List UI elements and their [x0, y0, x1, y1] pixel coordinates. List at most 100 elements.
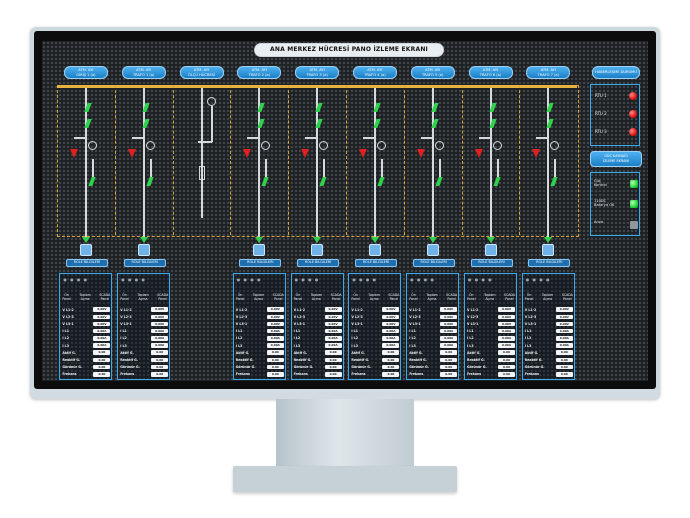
measurement-label: I L3 [467, 343, 474, 348]
measurement-label: I L2 [351, 336, 358, 341]
measurement-label: V L1-2 [235, 307, 248, 312]
relay-icon[interactable] [542, 244, 555, 256]
vt-branch [210, 106, 213, 142]
feeder-line [489, 88, 492, 238]
measurement-value: 0.00A [266, 343, 284, 348]
measurement-label: I L3 [120, 343, 127, 348]
relay-label: RÖLE BİLGİLERİ [65, 259, 108, 267]
measurement-value: 0.00V [555, 307, 573, 312]
bay-data-panel: ● ● ● ● Ön Panel Toplam Açma SCADA Panel V L… [232, 273, 286, 380]
relay-label: RÖLE BİLGİLERİ [528, 259, 571, 267]
measurement-label: Reaktif G. [409, 357, 428, 362]
measurement-label: Reaktif G. [62, 357, 81, 362]
measurement-label: V L2-3 [293, 314, 305, 319]
measurement-row: Reaktif G.0.00 [351, 356, 400, 363]
panel-header-cell: SCADA Panel [272, 293, 284, 301]
panel-header-cell: SCADA Panel [99, 293, 111, 301]
bay-button[interactable]: ATM. AYI TRAFO 2 (a) [237, 66, 282, 79]
panel-header-cell: SCADA Panel [446, 293, 458, 301]
panel-header-cell: Ön Panel [467, 293, 476, 301]
relay-icon[interactable] [311, 244, 324, 256]
status-dots: ● ● ● ● [236, 277, 262, 282]
bay-button[interactable]: ATM. AYI TRAFO 3 (a) [295, 66, 340, 79]
measurement-label: Aktif G. [120, 350, 134, 355]
scada-screen: ANA MERKEZ HÜCRESİ PANO İZLEME EKRANI AT… [42, 41, 648, 381]
measurement-label: Görünür G. [293, 365, 314, 370]
current-transformer-icon [87, 141, 97, 150]
ct-branch [149, 159, 152, 177]
measurement-label: V L1-2 [409, 307, 421, 312]
power-supply-screen-button[interactable]: GÜÇ KAYNAĞI İZLEME EKRANI [590, 151, 642, 167]
measurement-label: Aktif G. [409, 350, 423, 355]
measurement-label: V L2-3 [524, 314, 537, 319]
measurement-value: 0.00V [555, 314, 573, 320]
measurement-value: 0.00A [382, 328, 400, 334]
measurement-value: 0.00V [324, 307, 342, 312]
relay-icon[interactable] [484, 244, 497, 256]
relay-icon[interactable] [426, 244, 439, 256]
bay-button[interactable]: ATM. AYI TRAFO 1 (a) [121, 66, 166, 79]
measurement-value: 0.00 [440, 364, 458, 370]
bay-button[interactable]: ATM. AYI TRAFO 4 (a) [352, 66, 397, 79]
bay-button[interactable]: ATM. AYI TRAFO 7 (a) [526, 66, 571, 79]
panel-header-cell: Toplam Açma [541, 293, 554, 301]
feeder-arrow-icon [544, 237, 553, 243]
fuse-icon [198, 166, 205, 180]
relay-icon[interactable] [368, 244, 381, 256]
measurement-label: I L3 [524, 343, 532, 348]
measurement-label: I L2 [120, 336, 127, 341]
measurement-value: 0.00V [498, 307, 515, 312]
current-transformer-icon [376, 141, 386, 150]
panel-header-cell: Ön Panel [235, 293, 245, 301]
earth-branch [536, 137, 549, 139]
measurement-label: V L2-3 [351, 314, 363, 319]
bay-button[interactable]: ATM. AYI TRAFO 5 (a) [410, 66, 455, 79]
measurement-value: 0.00V [382, 307, 400, 312]
relay-icon[interactable] [79, 244, 92, 256]
measurement-row: Reaktif G.0.00 [525, 356, 573, 363]
measurement-label: V L2-3 [120, 314, 132, 319]
feeder-line [373, 88, 376, 238]
panel-header-cell: Ön Panel [62, 293, 71, 301]
measurement-label: Aktif G. [351, 350, 365, 355]
bay-button[interactable]: ATM. AYI GİRİŞ 1 (a) [63, 66, 108, 79]
earth-branch [420, 137, 433, 139]
panel-header-cell: Toplam Açma [252, 293, 265, 301]
relay-icon[interactable] [253, 244, 266, 256]
measurement-value: 0.00A [324, 336, 342, 341]
measurement-value: 0.00 [324, 357, 342, 363]
measurement-row: Reaktif G.0.00 [120, 356, 169, 363]
bay-button[interactable]: ATM. AYI TRAFO 6 (a) [468, 66, 513, 79]
measurement-label: Görünür G. [62, 365, 83, 370]
measurement-value: 0.00A [555, 328, 573, 334]
earth-branch [73, 137, 86, 139]
rtu-label: RTU 2 [595, 111, 607, 116]
bay-divider [172, 85, 174, 235]
bay-button-label: ATM. AYI TRAFO 7 (a) [537, 68, 560, 77]
trip-arrow-icon [358, 149, 367, 158]
measurement-value: 0.00A [440, 343, 458, 348]
measurement-value: 0.00V [555, 321, 573, 327]
communication-status-button[interactable]: HABERLEŞME DURUMU [592, 66, 640, 79]
measurement-label: Reaktif G. [467, 357, 485, 362]
relay-icon[interactable] [137, 244, 150, 256]
bay-button[interactable]: ATM. AYI ÖLÇÜ HÜCRESİ [179, 66, 224, 79]
status-dots: ● ● ● ● [63, 277, 89, 282]
panel-header-cell: Ön Panel [351, 293, 360, 301]
panel-header-cell: SCADA Panel [157, 293, 169, 301]
measurement-value: 0.00 [382, 357, 400, 363]
